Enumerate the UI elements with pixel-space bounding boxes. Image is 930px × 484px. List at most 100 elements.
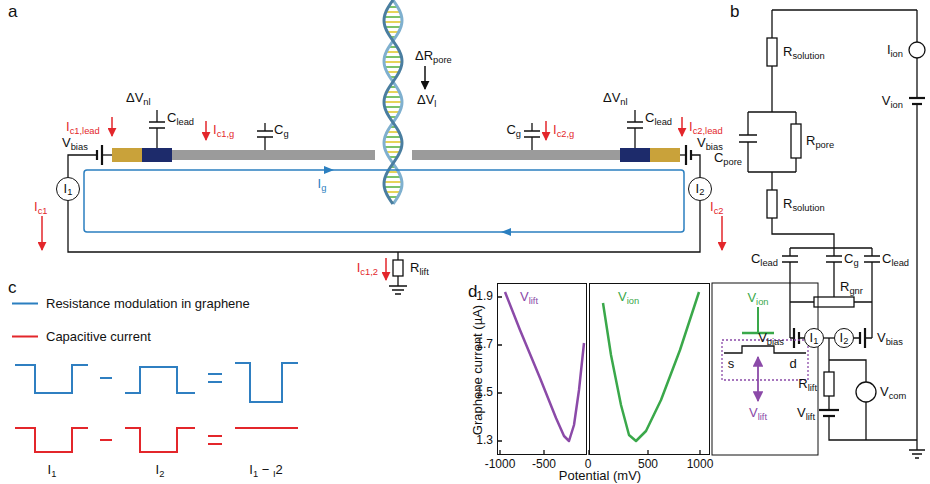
dna-strand <box>386 191 401 193</box>
subscript: lead <box>176 116 194 126</box>
legend-text: Capacitive current <box>46 329 151 344</box>
text-run: C <box>506 122 515 137</box>
text-run: V <box>758 330 767 345</box>
graphene-current-loop <box>324 166 334 174</box>
signal-label: Vion <box>882 94 903 109</box>
text-run: I <box>710 199 714 214</box>
signal-label: Vion <box>747 291 768 306</box>
signal-label: Iion <box>887 43 903 58</box>
text-run: I <box>696 181 700 196</box>
subscript: ion <box>627 296 639 306</box>
graphene-ribbon <box>650 148 680 162</box>
resistor-symbol <box>767 38 777 66</box>
resistor-symbol <box>393 260 403 276</box>
ground-symbol <box>389 286 407 294</box>
subscript: 2 <box>699 187 704 197</box>
resistor-symbol <box>393 252 403 286</box>
current-arrow <box>681 117 683 136</box>
signal-label: Vlift <box>749 406 767 421</box>
signal-label: 1.7 <box>476 338 493 352</box>
subscript: 1 <box>67 187 72 197</box>
signal-label: Vlift <box>797 406 815 421</box>
transistor-symbol <box>722 307 808 401</box>
text-run: R <box>783 196 792 211</box>
text-run: I <box>249 462 253 477</box>
text-run: R <box>783 44 792 59</box>
subscript: pore <box>723 156 742 166</box>
subscript: c1,2 <box>360 266 378 276</box>
dna-strand <box>384 141 402 143</box>
capacitive-waveform <box>100 439 112 441</box>
text-run: b <box>730 2 739 21</box>
signal-arrow <box>425 66 426 89</box>
vlift-curve <box>505 292 584 441</box>
graphene-current-loop <box>501 228 511 236</box>
subscript: bias <box>767 336 784 346</box>
source-symbol <box>856 382 876 402</box>
signal-label: Ic1 <box>34 200 48 215</box>
text-run: I <box>213 122 217 137</box>
subscript: 1 <box>813 336 818 346</box>
text-run: 1.9 <box>476 289 493 303</box>
battery-symbol <box>859 332 861 344</box>
text-run: R <box>410 260 419 275</box>
signal-label: Vbias <box>697 136 723 151</box>
dna-strand <box>384 61 402 63</box>
dna-strand <box>385 106 402 108</box>
capacitor-symbol <box>739 135 880 262</box>
subscript: ion <box>756 296 768 306</box>
signal-label: Ic1,lead <box>66 120 100 135</box>
dna-strand <box>384 181 402 183</box>
dna-strand <box>384 101 402 103</box>
signal-label: ΔVnl <box>126 91 151 106</box>
panel-letter: d <box>468 282 477 302</box>
legend-line-sample <box>12 302 38 304</box>
text-run: -1000 <box>485 457 516 471</box>
battery-symbol <box>909 97 925 99</box>
panel-letter: b <box>730 2 739 22</box>
battery-symbol <box>793 328 795 348</box>
capacitor-symbol <box>149 110 165 148</box>
battery-symbol <box>819 409 839 411</box>
source-symbol <box>856 42 925 402</box>
text-run: Potential (mV) <box>559 468 641 483</box>
capacitive-waveform <box>208 436 222 444</box>
dna-strand <box>386 11 400 13</box>
text-run: C <box>844 251 853 266</box>
ground-symbol <box>389 286 407 294</box>
current-arrow <box>205 121 207 140</box>
graphene-ribbon <box>142 148 172 162</box>
signal-label: Graphene current (µA) <box>471 305 486 435</box>
graphene-ribbon <box>112 148 142 162</box>
subscript: nl <box>143 96 150 106</box>
text-run: 1.5 <box>476 385 493 399</box>
text-run: V <box>62 135 71 150</box>
signal-label: ΔVl <box>417 93 436 108</box>
text-run: a <box>8 2 17 21</box>
signal-label: ΔVnl <box>603 91 628 106</box>
text-run: 1.7 <box>476 337 493 351</box>
text-run: I <box>810 330 814 345</box>
text-run: I <box>64 181 68 196</box>
text-run: V <box>747 290 756 305</box>
text-run: -500 <box>532 457 556 471</box>
subscript: bias <box>71 141 88 151</box>
signal-label: Vbias <box>758 331 784 346</box>
wire <box>829 338 917 440</box>
capacitor-symbol <box>149 110 643 150</box>
subscript: pore <box>815 139 834 149</box>
subscript: solution <box>792 202 824 212</box>
signal-label: I1 <box>48 463 57 478</box>
current-arrow <box>385 258 387 280</box>
current-source: I2 <box>688 177 712 201</box>
wire <box>772 9 917 10</box>
capacitor-symbol <box>739 135 757 142</box>
resistor-symbol <box>767 38 854 396</box>
graphene-ribbon <box>412 150 620 160</box>
subscript: g <box>853 257 858 267</box>
text-run: C <box>751 251 760 266</box>
text-run: 1000 <box>687 457 714 471</box>
dna-strand <box>384 16 401 18</box>
source-name: I1 <box>810 331 819 346</box>
text-run: C <box>274 122 283 137</box>
